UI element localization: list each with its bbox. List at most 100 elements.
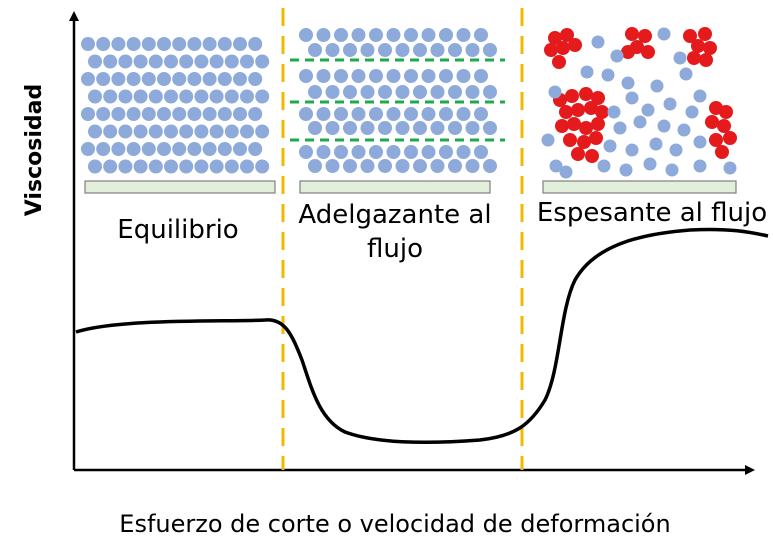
particle [591,35,605,49]
particle [126,107,141,121]
particle [209,159,224,174]
particle [723,161,737,175]
particle [217,37,232,51]
particle [133,124,148,139]
particle [343,159,357,173]
particle [240,159,254,174]
particle [343,121,357,135]
particle [255,124,270,139]
particle [395,85,410,99]
particle [439,28,453,42]
particle [141,107,156,121]
particle [549,159,563,173]
particle [693,89,707,103]
particle [541,133,555,147]
particle [194,89,209,104]
particle [456,107,471,121]
particle [133,159,148,174]
particle [141,72,156,86]
particle [148,89,163,104]
cluster-particle [625,27,639,41]
particle [669,143,683,157]
particle [404,69,418,83]
particle [194,54,209,69]
particle [334,69,348,83]
particle [657,119,671,133]
particle [96,107,111,121]
particle [421,145,436,159]
particle [360,121,375,135]
particle [483,43,497,57]
particle [603,139,617,153]
particle [474,107,488,121]
particle [395,121,410,135]
particle [580,65,594,79]
particle [179,124,194,139]
cluster-particle [567,117,581,131]
particle [187,37,202,51]
particle [439,107,453,121]
particle [619,163,633,177]
particle [217,72,232,86]
particle [679,67,693,81]
particle [625,143,639,157]
particle [386,107,401,121]
particle [81,107,95,121]
particle [103,89,118,104]
particle [141,37,156,51]
particle [465,43,480,57]
plate-equilibrium [84,180,276,194]
particle [351,69,366,83]
cluster-particle [698,27,712,41]
x-axis-label: Esfuerzo de corte o velocidad de deforma… [119,510,670,538]
cluster-particle [699,53,713,67]
particle [621,76,635,90]
particle [299,28,313,42]
particle [650,79,664,93]
particle [88,89,102,104]
particle [118,124,133,139]
particle [369,145,383,159]
particle [126,37,141,51]
particle [233,72,247,86]
particle [248,142,263,156]
particle [164,54,178,69]
particle [430,121,445,135]
particle [224,159,239,174]
particle [233,37,247,51]
particle [663,97,677,111]
particle [395,43,410,57]
particle [334,145,348,159]
particle [164,124,178,139]
particle [299,107,313,121]
particle [685,105,699,119]
particle [111,107,126,121]
cluster-particle [591,91,605,105]
particle [448,121,462,135]
region-label-equilibrium: Equilibrio [117,215,238,245]
cluster-particle [548,31,562,45]
cluster-particle [571,147,585,161]
cluster-particle [641,45,655,59]
particle [474,69,488,83]
particle [179,89,194,104]
particle [126,72,141,86]
particle [141,142,156,156]
particle [172,142,187,156]
cluster-particle [577,135,591,149]
particle [465,85,480,99]
particle [351,28,366,42]
particle [625,91,639,105]
particle [448,159,462,173]
particle [325,85,340,99]
particle [224,124,239,139]
cluster-particle [559,105,573,119]
particle [172,37,187,51]
particle [133,89,148,104]
cluster-particle [621,45,635,59]
particle [474,145,488,159]
particle [421,107,436,121]
particle [360,159,375,173]
viscosity-curve [75,227,769,444]
particle [395,159,410,173]
